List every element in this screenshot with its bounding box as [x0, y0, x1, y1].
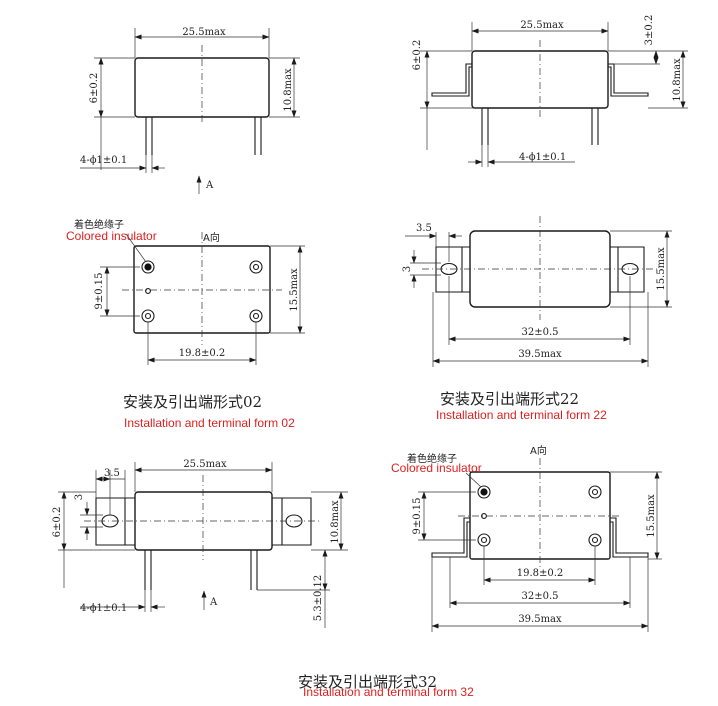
dim-width: 25.5max	[183, 459, 227, 470]
dim-hole-pitch: 32±0.5	[521, 327, 558, 338]
caption-form02-en: Installation and terminal form 02	[124, 416, 295, 430]
dim-pins: 4-ϕ1±0.1	[80, 603, 127, 614]
form32-top-view: A向 着色绝缘子 Colored insulator 9±0.15 15.5ma…	[391, 444, 662, 632]
dim-pin-pitch-h: 19.8±0.2	[179, 348, 226, 359]
terminal	[481, 513, 487, 519]
dim-height: 15.5max	[656, 247, 667, 291]
dim-height-max: 10.8max	[283, 68, 294, 112]
caption-form32-zh: 安装及引出端形式32	[298, 673, 437, 691]
dim-height: 15.5max	[646, 494, 657, 538]
dim-height: 6±0.2	[412, 40, 423, 71]
terminal	[145, 288, 151, 294]
caption-form32-en: Installation and terminal form 32	[303, 685, 474, 699]
insulator-label-en: Colored insulator	[66, 229, 157, 243]
view-label: A向	[203, 231, 220, 244]
terminal	[588, 485, 602, 499]
dim-tab: 3.5	[416, 223, 432, 234]
colored-insulator-terminal	[480, 488, 488, 496]
mounting-tab-left	[95, 497, 135, 546]
mounting-flange-left	[431, 517, 470, 558]
mounting-flange-left	[431, 63, 472, 97]
dim-hole: 3	[74, 494, 85, 500]
dim-pin-length: 5.3±0.12	[313, 575, 324, 622]
insulator-label-zh: 着色绝缘子	[407, 452, 457, 465]
dim-width: 25.5max	[182, 27, 226, 38]
insulator-label-zh: 着色绝缘子	[74, 218, 124, 231]
colored-insulator-terminal	[144, 263, 152, 271]
caption-form22-zh: 安装及引出端形式22	[440, 390, 579, 408]
dim-height-max: 10.8max	[330, 500, 341, 544]
dim-hole: 3	[402, 266, 413, 272]
caption-form02-zh: 安装及引出端形式02	[123, 393, 262, 411]
dim-hole-pitch: 32±0.5	[521, 591, 558, 602]
form02-side-view: 25.5max 6±0.2 10.8max 4-ϕ1±0.1 A	[80, 27, 300, 194]
mounting-tab-right	[610, 246, 645, 293]
view-arrow-label: A	[209, 597, 218, 608]
dim-width: 25.5max	[520, 20, 564, 31]
dim-pin-pitch-v: 9±0.15	[412, 497, 423, 534]
dim-tab: 3.5	[104, 468, 120, 479]
dim-pins: 4-ϕ1±0.1	[519, 152, 566, 163]
mounting-flange-right	[610, 517, 649, 558]
view-label: A向	[530, 444, 547, 457]
dim-pin-pitch-h: 19.8±0.2	[517, 568, 564, 579]
mounting-tab-right	[272, 497, 312, 546]
dim-height: 6±0.2	[52, 507, 63, 538]
dim-height: 6±0.2	[89, 73, 100, 104]
terminal	[249, 260, 263, 274]
dim-overall: 39.5max	[518, 614, 562, 625]
mounting-tab-left	[435, 246, 470, 293]
dim-pins: 4-ϕ1±0.1	[80, 155, 127, 166]
view-arrow-label: A	[205, 180, 214, 191]
insulator-label-en: Colored insulator	[391, 461, 482, 475]
form22-side-view: 25.5max 6±0.2 3±0.2 10.8max 4-ϕ1±0.1	[412, 15, 688, 167]
dim-height-max: 10.8max	[672, 58, 683, 102]
dim-overall: 39.5max	[518, 349, 562, 360]
form32-side-view: 3.5 25.5max 3 6±0.2 10.8max 5.3±0.12 4-ϕ…	[52, 459, 348, 628]
mounting-flange-right	[608, 63, 649, 97]
dim-height: 15.5max	[289, 268, 300, 312]
dim-pin-pitch-v: 9±0.15	[94, 272, 105, 309]
caption-form22-en: Installation and terminal form 22	[436, 408, 607, 422]
form22-top-view: 3.5 3 15.5max 32±0.5 39.5max	[402, 216, 672, 367]
form02-top-view: 着色绝缘子 Colored insulator A向 9±0.15 15.5ma…	[66, 218, 305, 365]
dim-flange: 3±0.2	[644, 15, 655, 46]
